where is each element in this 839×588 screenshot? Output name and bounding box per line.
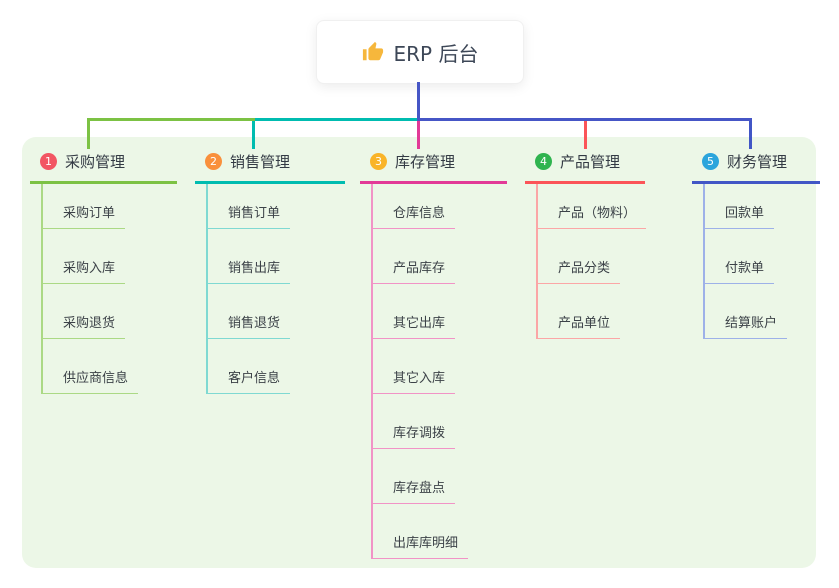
child-node-label[interactable]: 出库库明细 (373, 532, 469, 559)
child-node: 其它出库 (373, 284, 507, 339)
child-node-label[interactable]: 库存调拨 (373, 422, 456, 449)
branch-head[interactable]: 4 产品管理 (525, 148, 645, 184)
branch-node-4: 4 产品管理 产品（物料） 产品分类 产品单位 (525, 148, 647, 339)
branch-head[interactable]: 2 销售管理 (195, 148, 345, 184)
child-node: 销售订单 (208, 184, 345, 229)
branch-number-badge: 1 (40, 153, 57, 170)
child-node: 供应商信息 (43, 339, 177, 394)
child-node-label[interactable]: 供应商信息 (43, 367, 139, 394)
branch-drop-line (417, 121, 420, 149)
child-node-label[interactable]: 销售退货 (208, 312, 291, 339)
branch-number-badge: 4 (535, 153, 552, 170)
branch-label: 采购管理 (65, 153, 126, 171)
branch-label: 库存管理 (395, 153, 456, 171)
child-node: 产品分类 (538, 229, 646, 284)
child-node-label[interactable]: 库存盘点 (373, 477, 456, 504)
child-node-label[interactable]: 销售订单 (208, 202, 291, 229)
branch-node-1: 1 采购管理 采购订单 采购入库 采购退货 供应商信息 (30, 148, 177, 394)
branch-drop-line (87, 121, 90, 149)
child-node-label[interactable]: 产品库存 (373, 257, 456, 284)
child-node-label[interactable]: 产品分类 (538, 257, 621, 284)
child-node: 客户信息 (208, 339, 345, 394)
child-node: 仓库信息 (373, 184, 507, 229)
child-node-label[interactable]: 回款单 (705, 202, 775, 229)
branch-node-5: 5 财务管理 回款单 付款单 结算账户 (692, 148, 820, 339)
child-node-label[interactable]: 采购订单 (43, 202, 126, 229)
child-node: 销售退货 (208, 284, 345, 339)
child-node-label[interactable]: 其它入库 (373, 367, 456, 394)
branch-node-3: 3 库存管理 仓库信息 产品库存 其它出库 其它入库 库存调拨 库存盘点 出库库… (360, 148, 507, 559)
branch-head[interactable]: 5 财务管理 (692, 148, 820, 184)
branch-drop-line (749, 121, 752, 149)
child-node-label[interactable]: 产品（物料） (538, 202, 647, 229)
branch-label: 财务管理 (727, 153, 788, 171)
child-node: 销售出库 (208, 229, 345, 284)
branch-number-badge: 2 (205, 153, 222, 170)
child-node: 库存调拨 (373, 394, 507, 449)
child-node: 采购退货 (43, 284, 177, 339)
child-node: 产品库存 (373, 229, 507, 284)
branch-head[interactable]: 3 库存管理 (360, 148, 507, 184)
branch-number-badge: 3 (370, 153, 387, 170)
branch-drop-line (252, 121, 255, 149)
child-node: 出库库明细 (373, 504, 507, 559)
child-node: 产品单位 (538, 284, 646, 339)
branch-children: 销售订单 销售出库 销售退货 客户信息 (206, 184, 345, 394)
root-node-erp[interactable]: ERP 后台 (316, 20, 524, 84)
branch-children: 回款单 付款单 结算账户 (703, 184, 820, 339)
child-node: 结算账户 (705, 284, 820, 339)
child-node-label[interactable]: 客户信息 (208, 367, 291, 394)
root-stem-line (417, 82, 420, 121)
branch-label: 销售管理 (230, 153, 291, 171)
child-node-label[interactable]: 采购入库 (43, 257, 126, 284)
bus-line-right-indigo (420, 118, 752, 121)
child-node-label[interactable]: 其它出库 (373, 312, 456, 339)
child-node-label[interactable]: 付款单 (705, 257, 775, 284)
child-node-label[interactable]: 产品单位 (538, 312, 621, 339)
branch-number-badge: 5 (702, 153, 719, 170)
child-node: 库存盘点 (373, 449, 507, 504)
branch-drop-line (584, 121, 587, 149)
branch-children: 产品（物料） 产品分类 产品单位 (536, 184, 647, 339)
mindmap-background-panel (22, 137, 816, 568)
branch-node-2: 2 销售管理 销售订单 销售出库 销售退货 客户信息 (195, 148, 345, 394)
child-node: 回款单 (705, 184, 820, 229)
child-node-label[interactable]: 销售出库 (208, 257, 291, 284)
child-node-label[interactable]: 结算账户 (705, 312, 788, 339)
child-node-label[interactable]: 仓库信息 (373, 202, 456, 229)
thumbs-up-icon (362, 41, 384, 63)
child-node: 产品（物料） (538, 184, 647, 229)
branch-children: 采购订单 采购入库 采购退货 供应商信息 (41, 184, 177, 394)
child-node: 采购入库 (43, 229, 177, 284)
branch-children: 仓库信息 产品库存 其它出库 其它入库 库存调拨 库存盘点 出库库明细 (371, 184, 507, 559)
branch-head[interactable]: 1 采购管理 (30, 148, 177, 184)
child-node: 其它入库 (373, 339, 507, 394)
child-node: 付款单 (705, 229, 820, 284)
bus-line-mid-teal (255, 118, 417, 121)
bus-line-left-green (87, 118, 255, 121)
root-node-title: ERP 后台 (393, 41, 479, 66)
child-node-label[interactable]: 采购退货 (43, 312, 126, 339)
branch-label: 产品管理 (560, 153, 621, 171)
child-node: 采购订单 (43, 184, 177, 229)
